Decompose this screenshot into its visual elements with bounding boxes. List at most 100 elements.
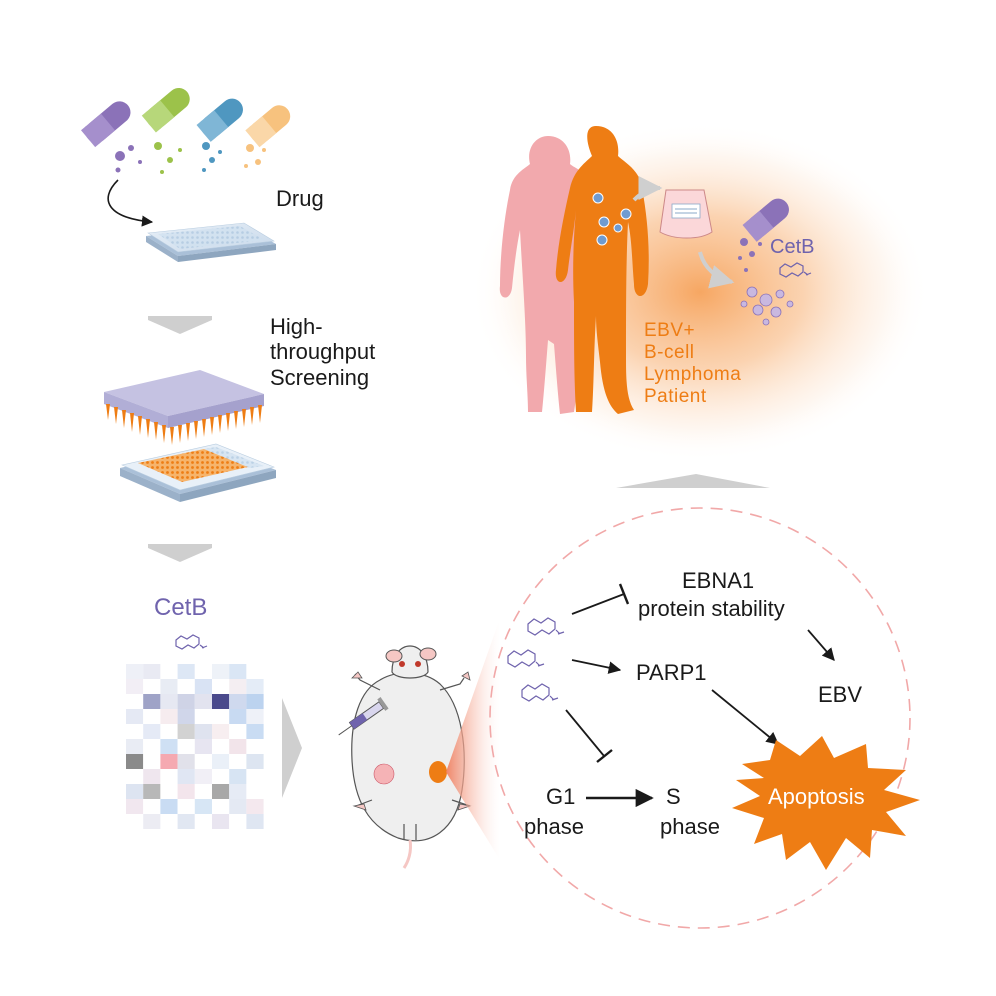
heatmap-cell (194, 739, 212, 754)
heatmap-cell (229, 739, 247, 754)
heatmap-cell (126, 754, 144, 769)
heatmap-cell (194, 724, 212, 739)
drug-label: Drug (276, 186, 324, 211)
heatmap-cell (177, 694, 195, 709)
cetb-label-left: CetB (154, 594, 208, 621)
capsule-yellow-icon (245, 105, 291, 148)
heatmap-cell (246, 694, 264, 709)
drug-to-plate-arrow (107, 179, 154, 227)
ebna1-label: EBNA1 (682, 568, 755, 593)
heatmap-cell (212, 814, 230, 829)
heatmap-cell (143, 679, 161, 694)
hts-label-line2: throughput (270, 339, 376, 365)
heatmap-cell (246, 739, 264, 754)
s-phase-label: phase (660, 814, 720, 839)
heatmap-cell (194, 709, 212, 724)
heatmap-cell (212, 769, 230, 784)
flow-arrow-down-2 (148, 544, 212, 562)
heatmap-cell (126, 694, 144, 709)
heatmap-cell (194, 769, 212, 784)
heatmap-cell (177, 754, 195, 769)
heatmap-cell (194, 799, 212, 814)
drug-powder-dots (115, 142, 266, 174)
heatmap-cell (143, 694, 161, 709)
heatmap-cell (126, 664, 144, 679)
heatmap-cell (212, 739, 230, 754)
heatmap-cell (126, 814, 144, 829)
heatmap-cell (160, 739, 178, 754)
heatmap-cell (194, 694, 212, 709)
heatmap-cell (126, 724, 144, 739)
apoptosis-burst (732, 736, 920, 870)
patient-label-line3: Lymphoma (644, 363, 742, 385)
heatmap-cell (160, 784, 178, 799)
patient-label-line2: B-cell (644, 341, 695, 363)
heatmap-cell (246, 664, 264, 679)
hts-label-line1: High- (270, 314, 323, 339)
heatmap-cell (246, 724, 264, 739)
mechanism-circle (489, 507, 911, 929)
flow-arrow-up (616, 474, 770, 488)
heatmap-cell (160, 694, 178, 709)
heatmap-cell (212, 664, 230, 679)
heatmap-cell (212, 679, 230, 694)
heatmap-cell (246, 709, 264, 724)
heatmap-cell (160, 814, 178, 829)
heatmap-cell (229, 709, 247, 724)
heatmap-cell (212, 724, 230, 739)
hts-label: High- throughput Screening (270, 314, 375, 390)
heatmap-cell (212, 709, 230, 724)
heatmap-cell (229, 724, 247, 739)
heatmap-cell (160, 664, 178, 679)
heatmap-cell (143, 724, 161, 739)
heatmap-cell (194, 664, 212, 679)
heatmap-cell (246, 814, 264, 829)
g1-label: G1 (546, 784, 576, 809)
heatmap-cell (143, 664, 161, 679)
heatmap-cell (160, 799, 178, 814)
heatmap-cell (177, 709, 195, 724)
heatmap-cell (160, 754, 178, 769)
heatmap-cell (229, 754, 247, 769)
heatmap-cell (246, 754, 264, 769)
person-orange (555, 126, 649, 414)
flow-arrow-right (282, 698, 302, 798)
heatmap-cell (246, 784, 264, 799)
mouse-xenograft-icon (351, 645, 472, 869)
heatmap-cell (229, 694, 247, 709)
heatmap-cell (246, 799, 264, 814)
flow-arrow-down-1 (148, 316, 212, 334)
patient-cell-cluster (740, 286, 794, 326)
heatmap-cell (177, 679, 195, 694)
heatmap-cell (143, 769, 161, 784)
heatmap-cell (229, 664, 247, 679)
sample-bag-icon (659, 189, 713, 239)
heatmap-cell (177, 784, 195, 799)
heatmap-cell (160, 709, 178, 724)
screening-heatmap (126, 664, 264, 829)
heatmap-cell (246, 679, 264, 694)
drug-capsules (81, 88, 291, 174)
well-plate-top (146, 222, 276, 262)
heatmap-cell (143, 739, 161, 754)
patient-label: EBV+ B-cell Lymphoma Patient (644, 320, 741, 407)
cetb-molecules-mechanism (507, 617, 565, 702)
parp1-label: PARP1 (636, 660, 707, 685)
cetb-molecule-icon (175, 634, 208, 650)
heatmap-cell (177, 814, 195, 829)
heatmap-cell (177, 769, 195, 784)
cetb-capsule-icon (742, 198, 789, 242)
patient-cells (592, 192, 632, 246)
heatmap-cell (229, 679, 247, 694)
heatmap-cell (177, 799, 195, 814)
patient-label-line1: EBV+ (644, 320, 696, 341)
heatmap-cell (212, 799, 230, 814)
heatmap-cell (126, 679, 144, 694)
syringe-icon (338, 697, 389, 736)
heatmap-cell (126, 769, 144, 784)
heatmap-cell (126, 739, 144, 754)
zoom-cone (446, 618, 500, 860)
heatmap-cell (212, 784, 230, 799)
heatmap-cell (194, 784, 212, 799)
